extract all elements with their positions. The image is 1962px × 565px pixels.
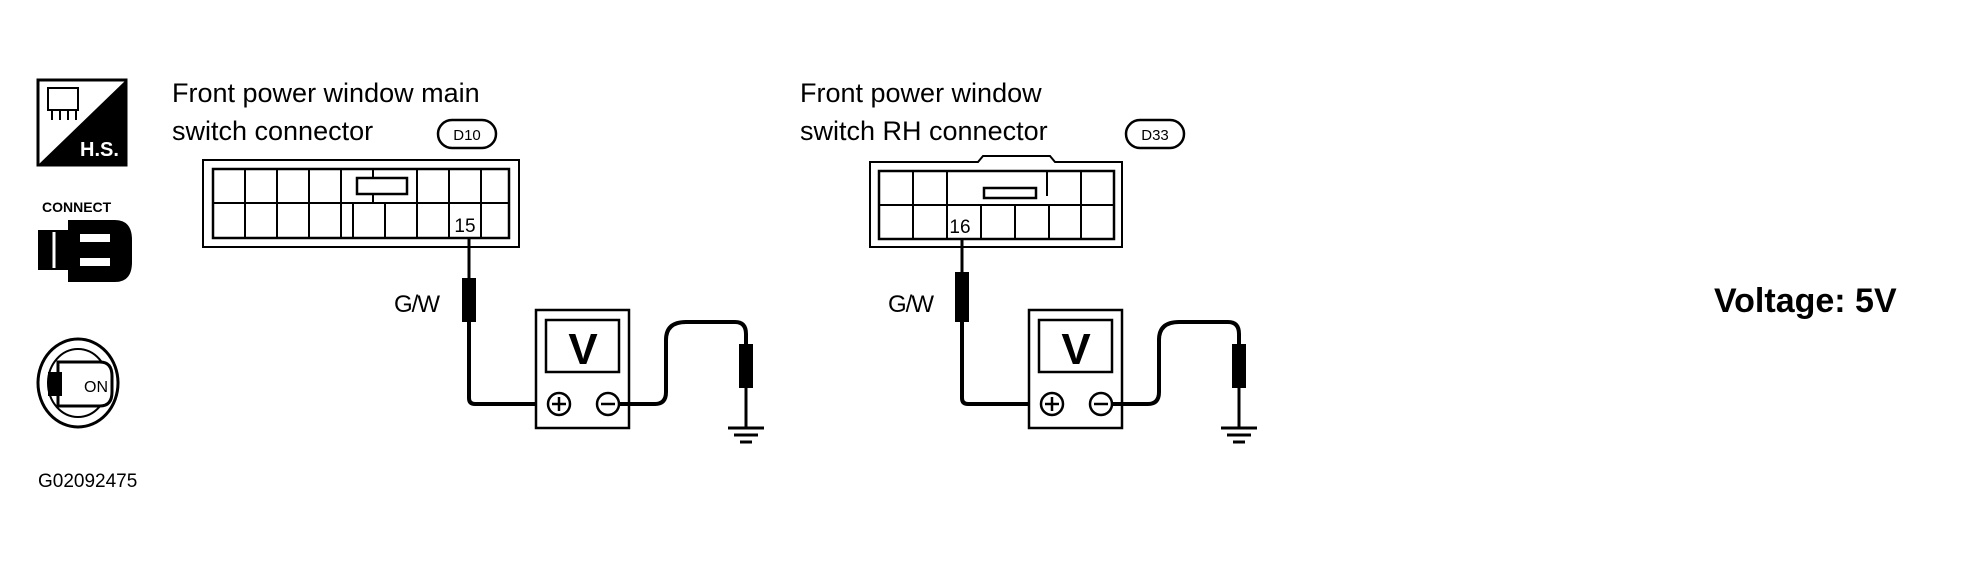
meter-label: V (1061, 325, 1091, 374)
voltmeter: V (534, 308, 631, 430)
connector-code: D33 (1141, 127, 1169, 144)
connector-code-badge (436, 118, 498, 150)
terminal-number: 16 (949, 217, 970, 238)
ground-symbol (728, 426, 764, 444)
measurement-d33: Front power window switch RH connector D… (800, 78, 1257, 444)
figure-id: G02092475 (38, 471, 137, 492)
meter-label: V (568, 325, 598, 374)
connect-icon: CONNECT (38, 199, 132, 282)
ground-probe (1232, 344, 1246, 388)
connector-title-line1: Front power window (800, 78, 1042, 108)
ignition-on-icon: ON (36, 337, 120, 429)
harness-side-label: H.S. (80, 139, 119, 161)
terminal-number: 15 (454, 216, 475, 237)
probe-tip (955, 272, 969, 322)
connector-d10: 15 (202, 159, 520, 248)
harness-side-icon: H.S. (36, 78, 128, 167)
connector-title-line1: Front power window main (172, 78, 480, 108)
ignition-on-label: ON (84, 379, 108, 396)
ground-probe (739, 344, 753, 388)
voltage-result: Voltage: 5V (1714, 282, 1897, 320)
connector-d33: 16 (869, 155, 1123, 248)
probe-tip (462, 278, 476, 322)
wire-color-label: G/W (888, 291, 934, 318)
ground-symbol (1221, 426, 1257, 444)
measurement-d10: Front power window main switch connector… (172, 78, 764, 444)
wire-color-label: G/W (394, 291, 440, 318)
connector-code-badge (1124, 118, 1186, 150)
connector-code: D10 (453, 127, 481, 144)
connector-title-line2: switch RH connector (800, 116, 1048, 146)
connect-label: CONNECT (42, 199, 112, 215)
voltmeter: V (1027, 308, 1124, 430)
connector-title-line2: switch connector (172, 116, 373, 146)
